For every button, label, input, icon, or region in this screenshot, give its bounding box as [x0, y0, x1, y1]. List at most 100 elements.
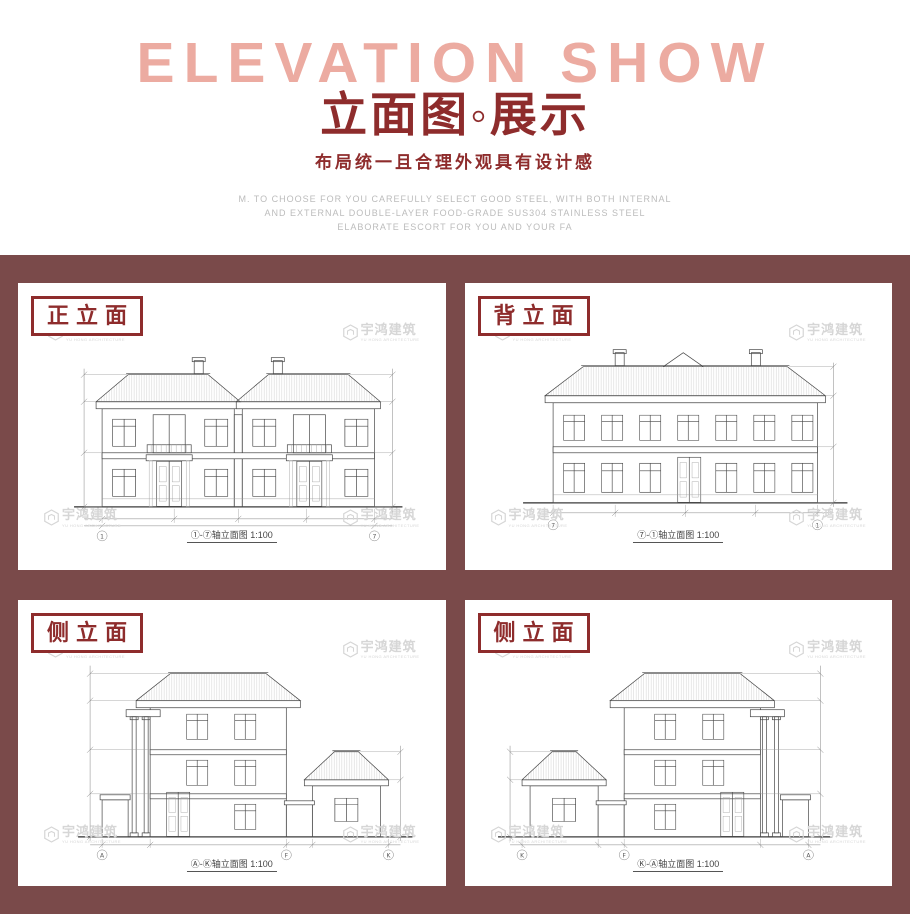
watermark-cn: 宇鸿建筑 [62, 507, 119, 523]
watermark: 宇鸿建筑 YU HONG ARCHITECTURE [342, 638, 420, 659]
watermark-cn: 宇鸿建筑 [360, 507, 417, 523]
watermark-en: YU HONG ARCHITECTURE [66, 337, 125, 343]
yuhong-logo-icon [789, 826, 804, 843]
watermark-cn: 宇鸿建筑 [360, 638, 417, 654]
watermark-text: 宇鸿建筑 YU HONG ARCHITECTURE [360, 507, 420, 528]
watermark: 宇鸿建筑 YU HONG ARCHITECTURE [789, 507, 866, 528]
watermark-text: 宇鸿建筑 YU HONG ARCHITECTURE [62, 507, 121, 528]
elevation-grid: 正立面 [18, 283, 892, 886]
svg-text:1: 1 [815, 522, 819, 529]
watermark: 宇鸿建筑 YU HONG ARCHITECTURE [342, 507, 420, 528]
watermark-en: YU HONG ARCHITECTURE [512, 653, 572, 659]
watermark-text: 宇鸿建筑 YU HONG ARCHITECTURE [807, 507, 866, 528]
yuhong-logo-icon [342, 324, 358, 341]
yuhong-logo-icon [789, 324, 804, 341]
yuhong-logo-icon [490, 509, 506, 527]
watermark-text: 宇鸿建筑 YU HONG ARCHITECTURE [807, 823, 866, 844]
svg-text:7: 7 [373, 533, 377, 540]
watermark-cn: 宇鸿建筑 [62, 823, 119, 839]
hero-description-line: AND EXTERNAL DOUBLE-LAYER FOOD-GRADE SUS… [264, 208, 646, 218]
watermark-en: YU HONG ARCHITECTURE [62, 522, 121, 528]
elevation-card-side-left: 侧立面 A F K Ⓐ-Ⓚ轴立面图 1:100 宇鸿建筑 YU HONG ARC… [18, 599, 446, 886]
watermark-en: YU HONG ARCHITECTURE [508, 839, 568, 844]
watermark-en: YU HONG ARCHITECTURE [807, 839, 866, 844]
front-elevation-drawing: 1 7 [74, 357, 403, 542]
watermark-text: 宇鸿建筑 YU HONG ARCHITECTURE [807, 322, 866, 343]
watermark-en: YU HONG ARCHITECTURE [360, 337, 420, 343]
watermark-text: 宇鸿建筑 YU HONG ARCHITECTURE [508, 823, 568, 844]
watermark-en: YU HONG ARCHITECTURE [360, 653, 420, 659]
hero-header: ELEVATION SHOW 立面图◦展示 布局统一且合理外观具有设计感 M. … [0, 0, 910, 255]
watermark: 宇鸿建筑 YU HONG ARCHITECTURE [490, 823, 568, 844]
svg-text:A: A [100, 852, 105, 859]
elevation-card-front: 正立面 [18, 283, 446, 570]
drawing-caption: Ⓚ-Ⓐ轴立面图 1:100 [633, 856, 724, 872]
yuhong-logo-icon [342, 826, 358, 843]
watermark-en: YU HONG ARCHITECTURE [360, 839, 420, 844]
watermark-cn: 宇鸿建筑 [508, 507, 565, 523]
drawing-caption: ⑦-①轴立面图 1:100 [633, 528, 724, 543]
watermark-text: 宇鸿建筑 YU HONG ARCHITECTURE [360, 823, 420, 844]
watermark: 宇鸿建筑 YU HONG ARCHITECTURE [44, 823, 121, 844]
watermark-en: YU HONG ARCHITECTURE [62, 839, 121, 844]
hero-description-line: ELABORATE ESCORT FOR YOU AND YOUR FA [337, 222, 573, 232]
yuhong-logo-icon [342, 509, 358, 527]
watermark: 宇鸿建筑 YU HONG ARCHITECTURE [789, 322, 866, 343]
side-elevation-drawing-mirrored: K F A [465, 600, 893, 860]
svg-text:K: K [386, 852, 391, 859]
hero-description: M. TO CHOOSE FOR YOU CAREFULLY SELECT GO… [0, 192, 910, 234]
watermark-en: YU HONG ARCHITECTURE [807, 653, 866, 659]
hero-background-text: ELEVATION SHOW [136, 31, 774, 95]
svg-text:7: 7 [551, 522, 555, 529]
watermark: 宇鸿建筑 YU HONG ARCHITECTURE [342, 322, 420, 343]
back-elevation-drawing: 7 1 [522, 349, 847, 531]
elevation-section: 正立面 [0, 255, 910, 914]
watermark-cn: 宇鸿建筑 [360, 322, 417, 337]
watermark-en: YU HONG ARCHITECTURE [512, 337, 572, 343]
svg-text:F: F [285, 852, 289, 859]
svg-text:F: F [622, 852, 626, 859]
panel-label-side: 侧立面 [31, 612, 144, 653]
watermark-text: 宇鸿建筑 YU HONG ARCHITECTURE [360, 322, 420, 343]
watermark-en: YU HONG ARCHITECTURE [807, 522, 866, 528]
watermark-cn: 宇鸿建筑 [807, 638, 864, 654]
watermark: 宇鸿建筑 YU HONG ARCHITECTURE [44, 507, 121, 528]
watermark-text: 宇鸿建筑 YU HONG ARCHITECTURE [807, 638, 866, 659]
page-title: 立面图◦展示 [320, 88, 590, 141]
panel-label-side: 侧立面 [477, 612, 590, 653]
panel-label-back: 背立面 [477, 296, 590, 337]
watermark-text: 宇鸿建筑 YU HONG ARCHITECTURE [508, 507, 568, 528]
panel-label-front: 正立面 [31, 296, 144, 337]
watermark-cn: 宇鸿建筑 [807, 507, 864, 523]
elevation-card-side-right: 侧立面 K F A Ⓚ-Ⓐ轴立面图 1:100 宇鸿建筑 YU HONG ARC… [464, 599, 893, 886]
watermark-en: YU HONG ARCHITECTURE [360, 522, 420, 528]
yuhong-logo-icon [342, 640, 358, 658]
hero-description-line: M. TO CHOOSE FOR YOU CAREFULLY SELECT GO… [238, 194, 672, 204]
watermark: 宇鸿建筑 YU HONG ARCHITECTURE [789, 823, 866, 844]
page-subtitle: 布局统一且合理外观具有设计感 [315, 153, 595, 172]
svg-text:K: K [520, 852, 525, 859]
yuhong-logo-icon [44, 826, 59, 843]
elevation-card-back: 背立面 [464, 283, 892, 570]
watermark-text: 宇鸿建筑 YU HONG ARCHITECTURE [62, 823, 121, 844]
drawing-caption: ①-⑦轴立面图 1:100 [186, 528, 277, 543]
watermark: 宇鸿建筑 YU HONG ARCHITECTURE [789, 638, 866, 659]
side-elevation-drawing: A F K [18, 600, 446, 860]
yuhong-logo-icon [490, 826, 506, 843]
watermark-en: YU HONG ARCHITECTURE [807, 337, 866, 343]
svg-text:1: 1 [100, 533, 104, 540]
watermark-en: YU HONG ARCHITECTURE [508, 522, 568, 528]
yuhong-logo-icon [789, 509, 804, 527]
watermark-cn: 宇鸿建筑 [807, 823, 864, 839]
yuhong-logo-icon [44, 509, 59, 527]
watermark-en: YU HONG ARCHITECTURE [66, 653, 125, 659]
watermark: 宇鸿建筑 YU HONG ARCHITECTURE [342, 823, 420, 844]
watermark-cn: 宇鸿建筑 [508, 823, 565, 839]
svg-text:A: A [806, 852, 811, 859]
watermark-text: 宇鸿建筑 YU HONG ARCHITECTURE [360, 638, 420, 659]
watermark-cn: 宇鸿建筑 [360, 823, 417, 839]
yuhong-logo-icon [789, 640, 804, 658]
watermark-cn: 宇鸿建筑 [807, 322, 864, 337]
drawing-caption: Ⓐ-Ⓚ轴立面图 1:100 [186, 856, 277, 872]
watermark: 宇鸿建筑 YU HONG ARCHITECTURE [490, 507, 568, 528]
